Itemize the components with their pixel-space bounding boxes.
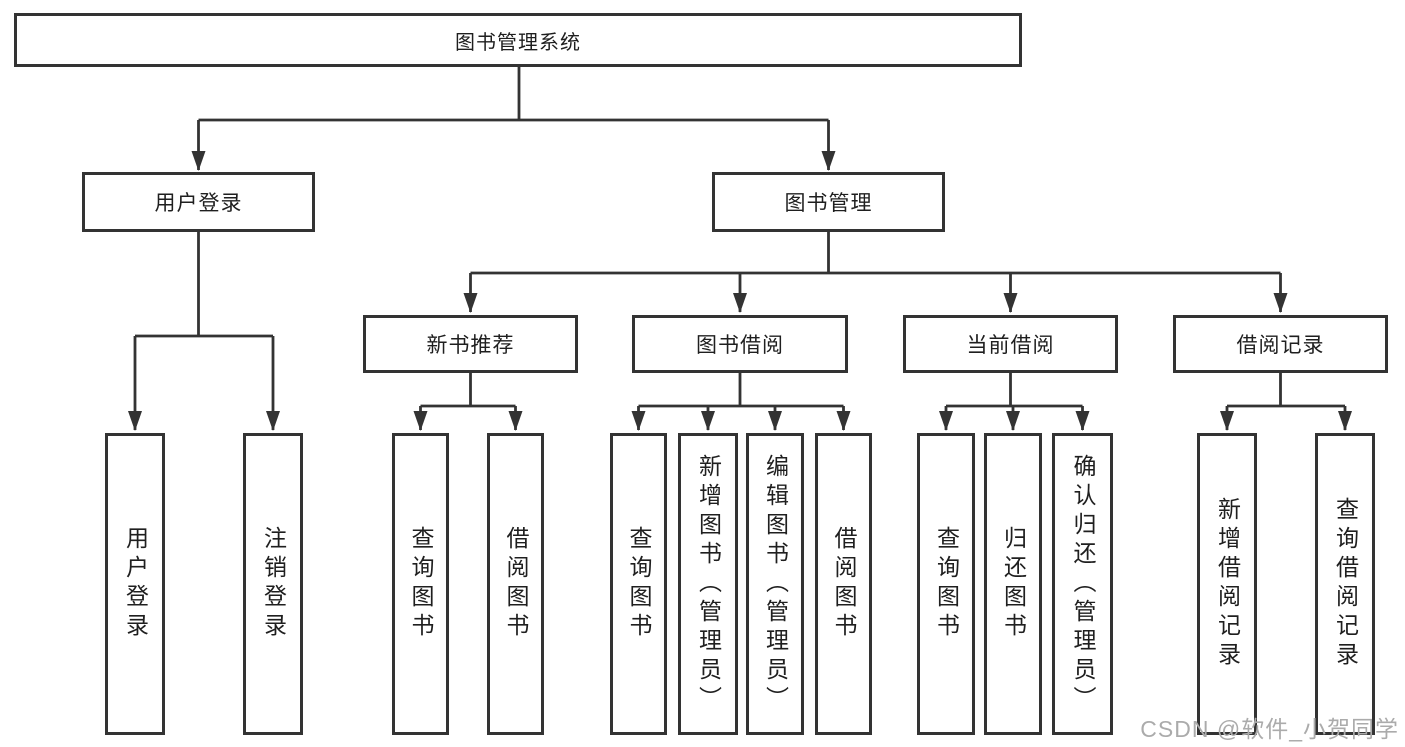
leaf-cb-query: 查询图书 [917,433,975,735]
node-borrow-record: 借阅记录 [1173,315,1388,373]
node-borrow-record-label: 借阅记录 [1236,334,1325,357]
leaf-bb-query: 查询图书 [610,433,667,735]
leaf-cb-confirm: 确认归还（管理员） [1052,433,1113,735]
node-user-login-label: 用户登录 [154,192,243,215]
leaf-nbr-query-label: 查询图书 [408,526,434,642]
node-root: 图书管理系统 [14,13,1022,67]
node-current-borrow: 当前借阅 [903,315,1118,373]
node-book-mgmt: 图书管理 [712,172,945,232]
leaf-logout: 注销登录 [243,433,303,735]
leaf-nbr-borrow-label: 借阅图书 [503,526,529,642]
node-new-book-rec: 新书推荐 [363,315,578,373]
node-root-label: 图书管理系统 [455,31,581,54]
leaf-br-add: 新增借阅记录 [1197,433,1257,735]
leaf-logout-label: 注销登录 [260,526,287,642]
leaf-br-add-label: 新增借阅记录 [1214,497,1241,671]
node-book-borrow: 图书借阅 [632,315,848,373]
leaf-user-login: 用户登录 [105,433,165,735]
leaf-nbr-query: 查询图书 [392,433,449,735]
csdn-watermark: CSDN @软件_小贺同学 [1140,716,1399,742]
leaf-bb-edit-label: 编辑图书（管理员） [762,453,789,715]
leaf-bb-borrow-label: 借阅图书 [831,526,857,642]
node-user-login: 用户登录 [82,172,315,232]
leaf-cb-query-label: 查询图书 [933,526,960,642]
leaf-bb-query-label: 查询图书 [626,526,652,642]
leaf-bb-add: 新增图书（管理员） [678,433,738,735]
leaf-br-query-label: 查询借阅记录 [1332,497,1359,671]
leaf-br-query: 查询借阅记录 [1315,433,1375,735]
leaf-cb-return: 归还图书 [984,433,1042,735]
leaf-user-login-label: 用户登录 [122,526,149,642]
leaf-bb-borrow: 借阅图书 [815,433,872,735]
node-new-book-rec-label: 新书推荐 [426,334,515,357]
node-book-mgmt-label: 图书管理 [784,192,873,215]
node-current-borrow-label: 当前借阅 [966,334,1055,357]
leaf-bb-add-label: 新增图书（管理员） [695,453,722,715]
leaf-nbr-borrow: 借阅图书 [487,433,544,735]
leaf-cb-confirm-label: 确认归还（管理员） [1070,453,1096,715]
leaf-bb-edit: 编辑图书（管理员） [746,433,804,735]
node-book-borrow-label: 图书借阅 [696,334,784,357]
leaf-cb-return-label: 归还图书 [1000,526,1027,642]
